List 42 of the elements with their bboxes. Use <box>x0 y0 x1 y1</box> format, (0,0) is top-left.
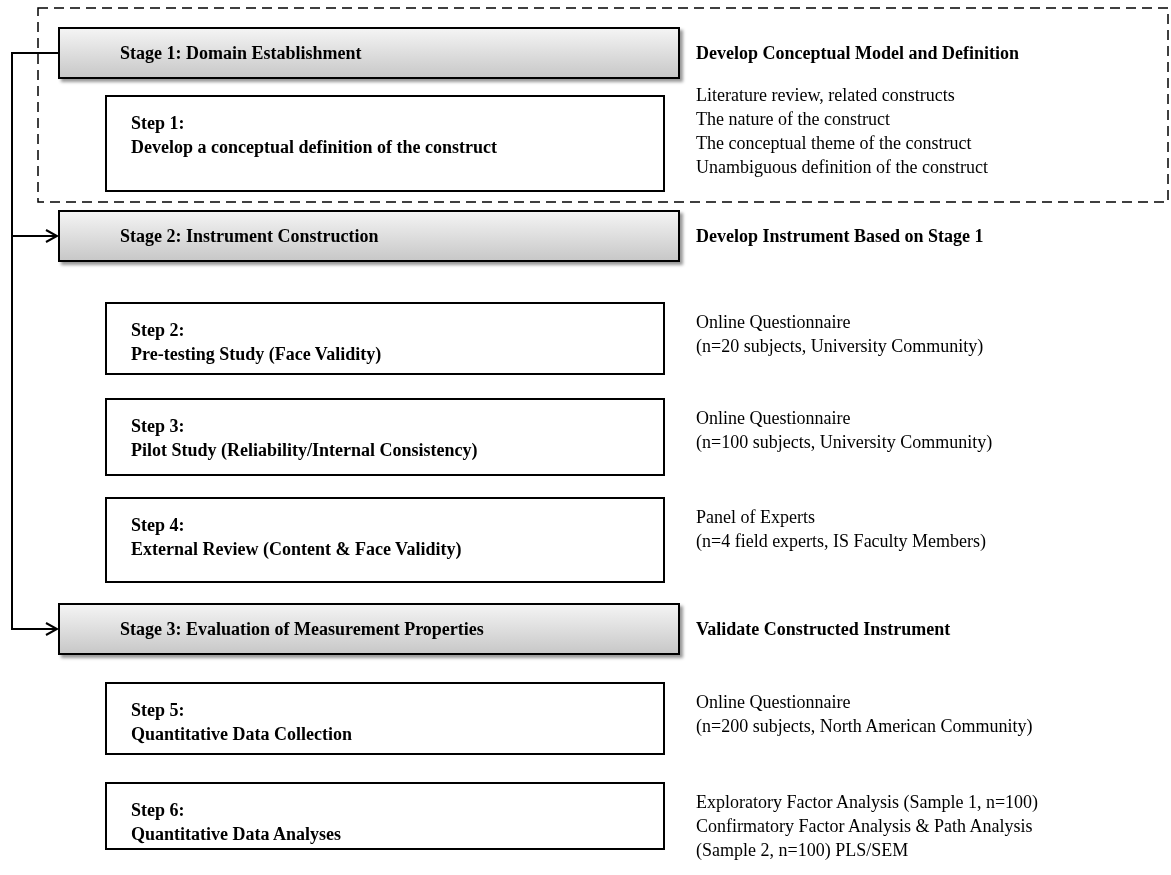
stage-goal-heading: Validate Constructed Instrument <box>696 618 951 641</box>
step-number: Step 1: <box>131 112 185 135</box>
connector-arrow <box>11 52 59 636</box>
step-number: Step 6: <box>131 799 185 822</box>
step-detail-text: Online Questionnaire <box>696 407 851 430</box>
step-number: Step 5: <box>131 699 185 722</box>
stage-goal-heading: Develop Instrument Based on Stage 1 <box>696 225 984 248</box>
step-detail-text: Unambiguous definition of the construct <box>696 156 988 179</box>
step-number: Step 2: <box>131 319 185 342</box>
step-box <box>105 782 665 850</box>
stage-box <box>58 603 680 655</box>
step-detail-text: Panel of Experts <box>696 506 815 529</box>
stage-title: Stage 3: Evaluation of Measurement Properties <box>120 618 484 641</box>
step-detail-text: Exploratory Factor Analysis (Sample 1, n=100) <box>696 791 1039 814</box>
step-box <box>105 497 665 583</box>
step-detail-text: The nature of the construct <box>696 108 890 131</box>
step-box <box>105 95 665 192</box>
stage-goal-heading: Develop Conceptual Model and Definition <box>696 42 1019 65</box>
step-detail-text: (n=100 subjects, University Community) <box>696 431 993 454</box>
step-box <box>105 682 665 755</box>
step-title: External Review (Content & Face Validity) <box>131 538 462 561</box>
stage-box <box>58 27 680 79</box>
step-detail-text: (n=20 subjects, University Community) <box>696 335 984 358</box>
step-title: Quantitative Data Analyses <box>131 823 341 846</box>
step-detail-text: Online Questionnaire <box>696 311 851 334</box>
step-number: Step 4: <box>131 514 185 537</box>
step-detail-text: Online Questionnaire <box>696 691 851 714</box>
stage-title: Stage 1: Domain Establishment <box>120 42 362 65</box>
stage-box <box>58 210 680 262</box>
step-number: Step 3: <box>131 415 185 438</box>
step-title: Develop a conceptual definition of the construct <box>131 136 497 159</box>
step-detail-text: (n=4 field experts, IS Faculty Members) <box>696 530 987 553</box>
step-detail-text: Literature review, related constructs <box>696 84 955 107</box>
step-detail-text: Confirmatory Factor Analysis & Path Analysis (Sample 2, n=100) PLS/SEM <box>696 815 1034 862</box>
step-title: Quantitative Data Collection <box>131 723 352 746</box>
step-box <box>105 398 665 476</box>
step-detail-text: The conceptual theme of the construct <box>696 132 972 155</box>
stage-title: Stage 2: Instrument Construction <box>120 225 379 248</box>
step-box <box>105 302 665 375</box>
step-detail-text: (n=200 subjects, North American Community) <box>696 715 1033 738</box>
step-title: Pre-testing Study (Face Validity) <box>131 343 382 366</box>
step-title: Pilot Study (Reliability/Internal Consistency) <box>131 439 478 462</box>
